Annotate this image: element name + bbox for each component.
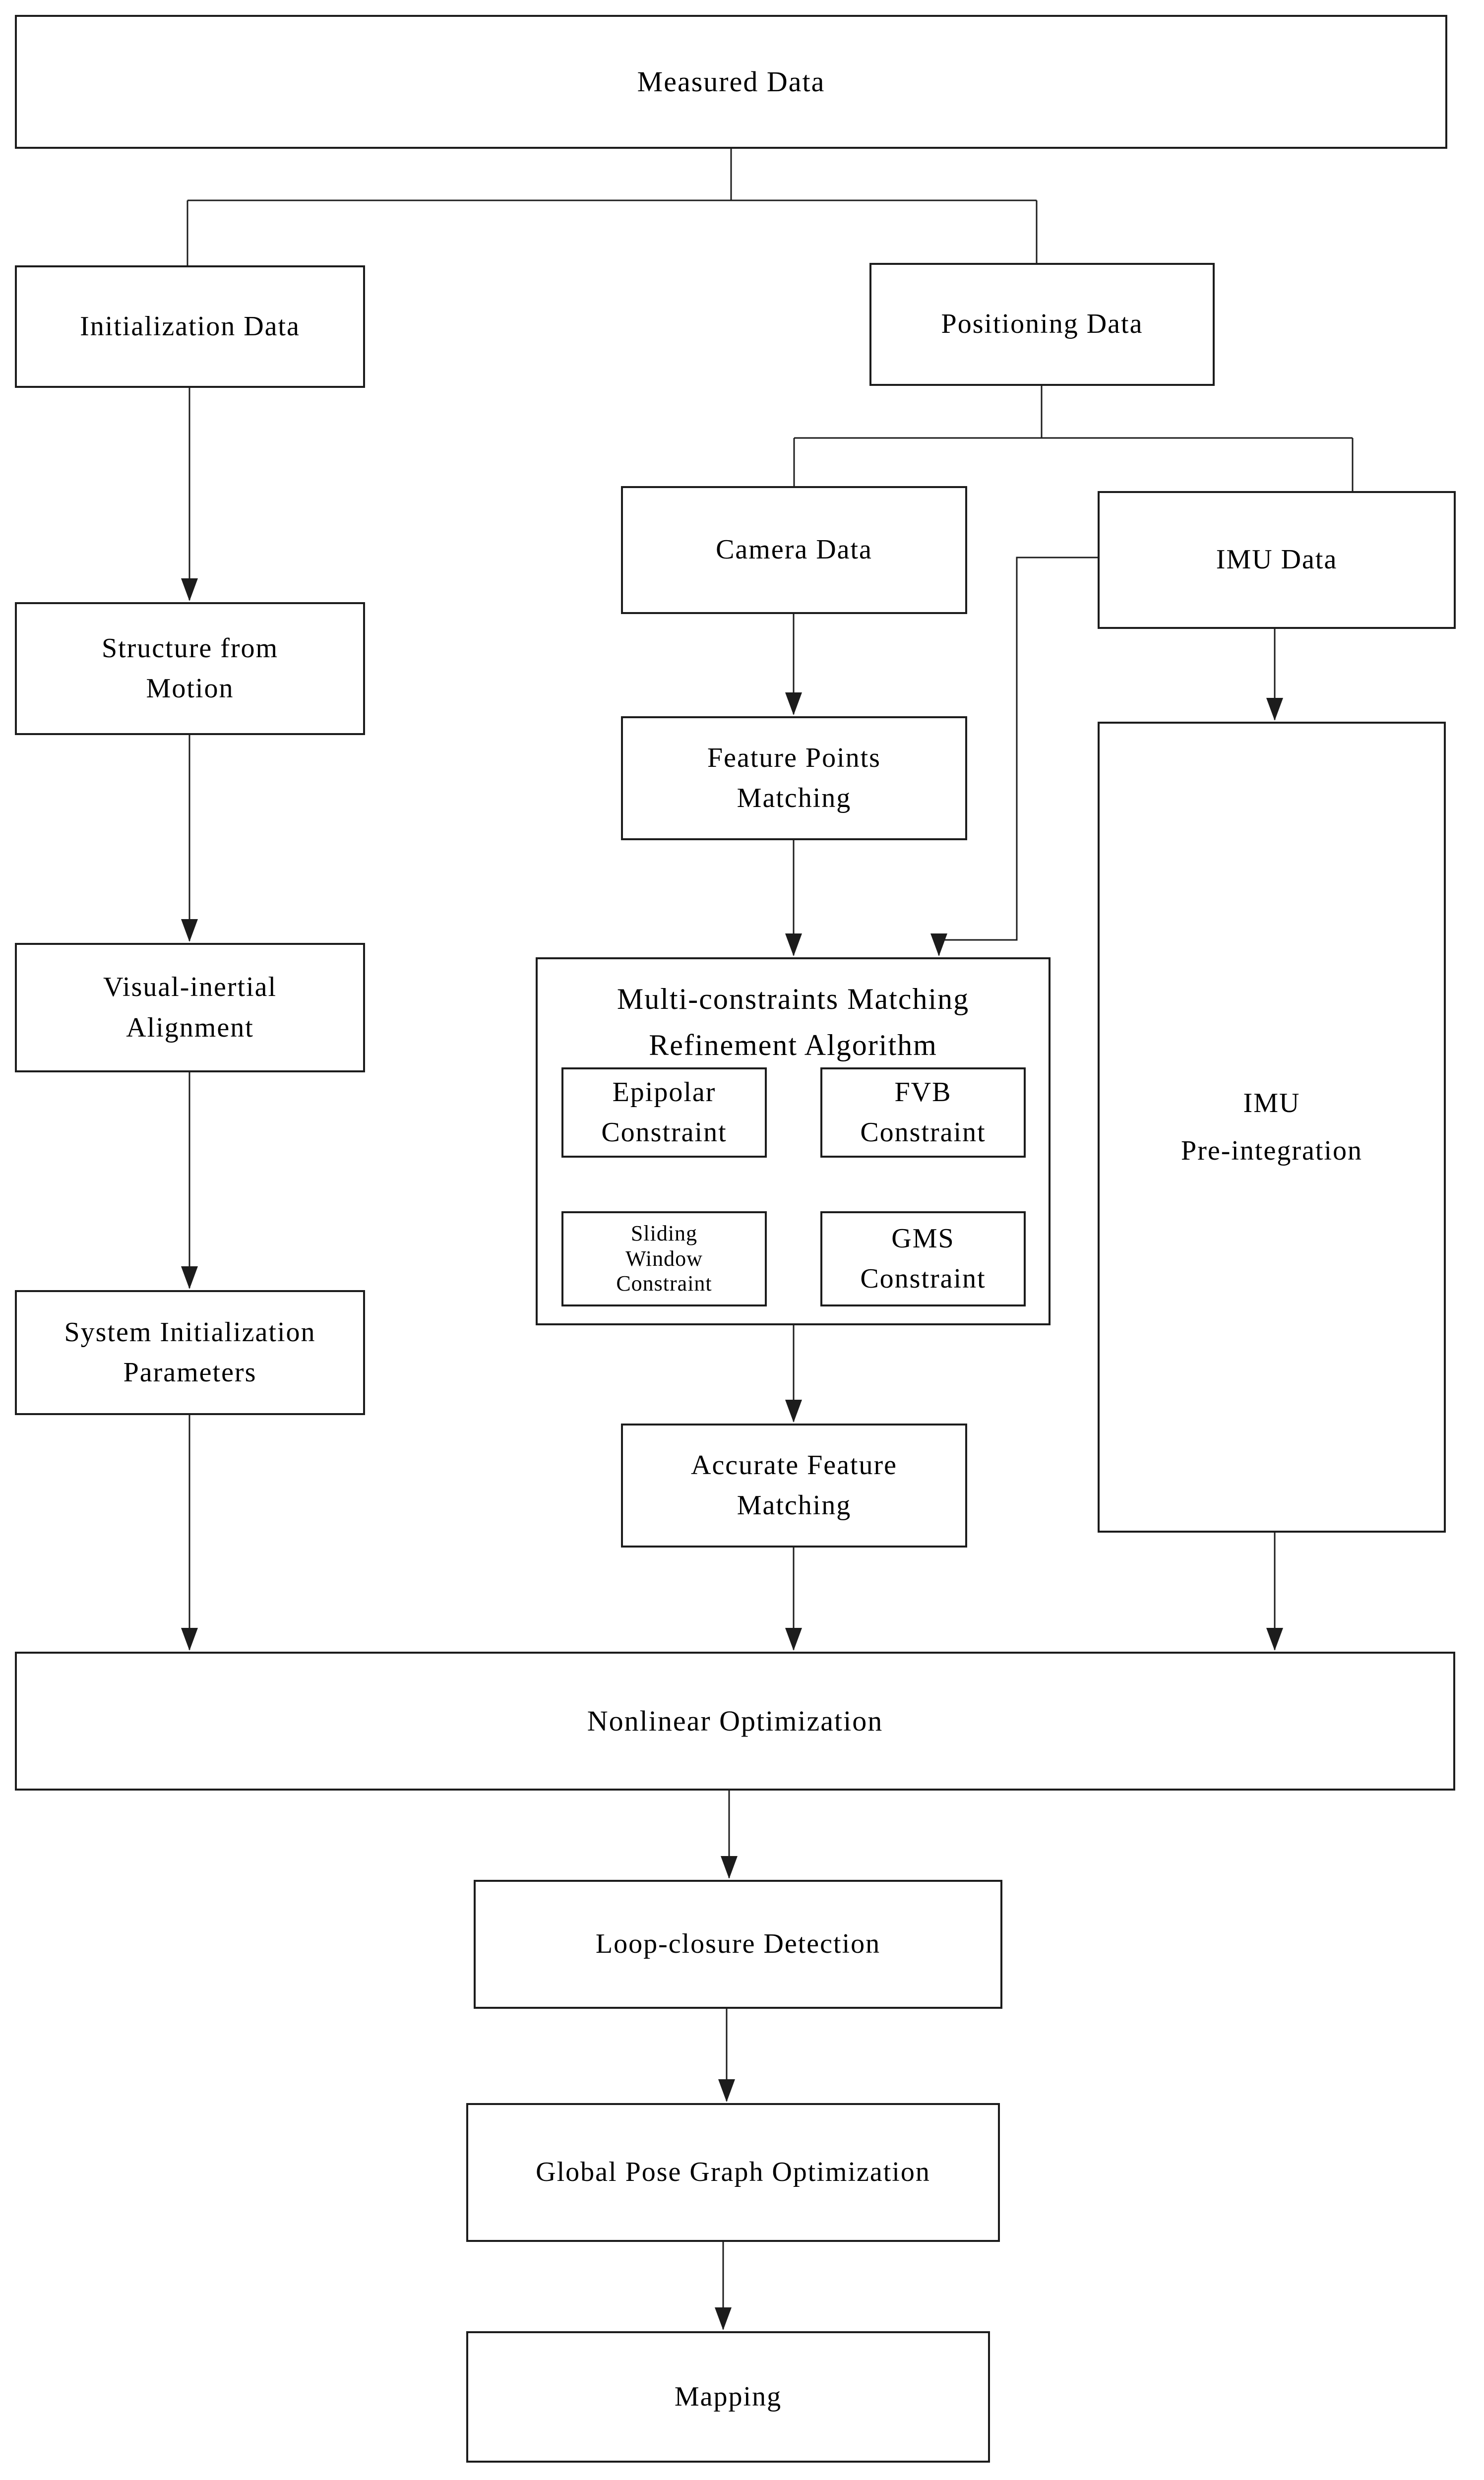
edge-imu-to-multi	[930, 557, 1098, 956]
node-label: Positioning Data	[941, 309, 1143, 340]
node-label: Accurate Feature Matching	[691, 1449, 897, 1521]
node-label: IMU Data	[1216, 544, 1338, 575]
group-title: Multi-constraints Matching Refinement Al…	[617, 983, 970, 1061]
node-camera-data: Camera Data	[621, 486, 967, 614]
node-label: GMS Constraint	[860, 1223, 986, 1294]
node-label: Nonlinear Optimization	[587, 1704, 883, 1737]
node-label: FVB Constraint	[860, 1076, 986, 1148]
node-structure-from-motion: Structure from Motion	[15, 602, 365, 735]
node-initialization-data: Initialization Data	[15, 265, 365, 388]
node-label: Camera Data	[716, 534, 872, 565]
node-label: Epipolar Constraint	[601, 1076, 727, 1148]
node-nonlinear-optimization: Nonlinear Optimization	[15, 1652, 1455, 1791]
node-label: Initialization Data	[80, 310, 300, 342]
edge-measured-split	[186, 149, 1038, 267]
node-sliding-window-constraint: Sliding Window Constraint	[561, 1211, 767, 1306]
node-multi-constraints-group: Multi-constraints Matching Refinement Al…	[536, 957, 1051, 1325]
edge-positioning-split	[793, 386, 1354, 493]
node-epipolar-constraint: Epipolar Constraint	[561, 1067, 767, 1158]
node-positioning-data: Positioning Data	[869, 263, 1215, 386]
node-label: System Initialization Parameters	[64, 1316, 316, 1388]
node-imu-preintegration: IMU Pre-integration	[1098, 722, 1446, 1533]
node-system-initialization-parameters: System Initialization Parameters	[15, 1290, 365, 1415]
node-label: Feature Points Matching	[707, 742, 881, 813]
node-loop-closure-detection: Loop-closure Detection	[474, 1880, 1002, 2009]
node-mapping: Mapping	[466, 2331, 990, 2463]
node-global-pose-graph-optimization: Global Pose Graph Optimization	[466, 2103, 1000, 2242]
node-label: Sliding Window Constraint	[616, 1221, 712, 1296]
node-label: Global Pose Graph Optimization	[536, 2157, 930, 2188]
node-label: Structure from Motion	[101, 632, 279, 704]
node-imu-data: IMU Data	[1098, 491, 1456, 629]
node-label: Measured Data	[637, 65, 825, 98]
node-label: Mapping	[674, 2381, 782, 2412]
node-gms-constraint: GMS Constraint	[820, 1211, 1026, 1306]
node-visual-inertial-alignment: Visual-inertial Alignment	[15, 943, 365, 1072]
node-measured-data: Measured Data	[15, 15, 1447, 149]
node-label: IMU Pre-integration	[1181, 1088, 1362, 1166]
node-label: Loop-closure Detection	[595, 1928, 881, 1960]
node-label: Visual-inertial Alignment	[103, 972, 277, 1043]
node-feature-points-matching: Feature Points Matching	[621, 716, 967, 840]
node-fvb-constraint: FVB Constraint	[820, 1067, 1026, 1158]
node-accurate-feature-matching: Accurate Feature Matching	[621, 1424, 967, 1548]
